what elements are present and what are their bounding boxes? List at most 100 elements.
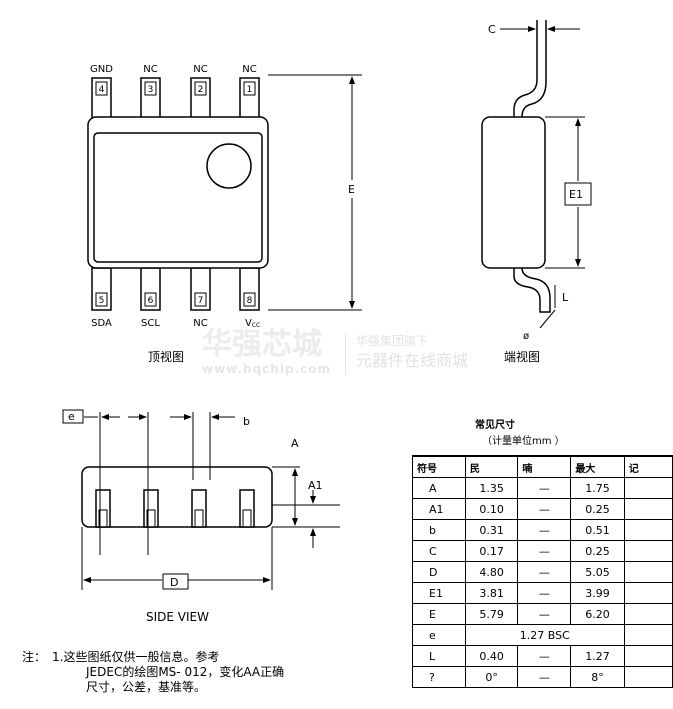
top-view-caption: 顶视图 — [148, 350, 185, 364]
dim-A1-label: A1 — [308, 479, 323, 492]
table-cell: 0.31 — [464, 519, 519, 541]
table-cell — [623, 603, 673, 625]
pin-number-box — [144, 81, 157, 96]
table-cell — [623, 540, 673, 562]
pin-number: 6 — [148, 296, 154, 306]
watermark-line2: 元器件在线商城 — [356, 351, 469, 370]
table-cell: 喃 — [517, 455, 572, 478]
table-cell: 符号 — [412, 455, 466, 478]
side-lead-foot — [194, 509, 204, 528]
table-cell: A — [412, 477, 466, 499]
pin-4 — [91, 77, 112, 119]
end-view-caption: 端视图 — [504, 350, 541, 364]
table-cell: 3.99 — [570, 582, 625, 604]
dim-A-label: A — [291, 437, 299, 450]
table-cell: 1.27 BSC — [464, 624, 625, 646]
pin-number-box — [194, 81, 207, 96]
table-cell — [623, 561, 673, 583]
table-cell: 3.81 — [464, 582, 519, 604]
table-header-row: 符号民喃最大记 — [412, 455, 673, 478]
table-cell: 1.27 — [570, 645, 625, 667]
top-view — [87, 74, 362, 311]
table-cell — [623, 519, 673, 541]
side-view-caption: SIDE VIEW — [146, 610, 209, 624]
dim-L-label: L — [562, 291, 569, 304]
table-cell: 0.51 — [570, 519, 625, 541]
table-cell: 1.75 — [570, 477, 625, 499]
pin-name: NC — [193, 64, 207, 75]
table-cell — [623, 645, 673, 667]
notes-line2: JEDEC的绘图MS- 012，变化AA正确 — [86, 665, 285, 679]
dim-E1-label: E1 — [569, 188, 583, 201]
table-cell: — — [517, 666, 572, 688]
pin-1 — [239, 77, 260, 119]
table-cell: E — [412, 603, 466, 625]
table-unit: （计量单位mm ） — [482, 436, 565, 447]
table-cell: C — [412, 540, 466, 562]
table-cell: 4.80 — [464, 561, 519, 583]
watermark-url: www.hqchip.com — [202, 362, 331, 376]
notes-label: 注： — [22, 650, 47, 664]
side-lead — [143, 489, 159, 528]
table-cell: 最大 — [570, 455, 625, 478]
table-cell: A1 — [412, 498, 466, 520]
side-lead — [191, 489, 207, 528]
table-cell: — — [517, 582, 572, 604]
pin-3 — [140, 77, 161, 119]
side-view — [62, 409, 340, 590]
pin-name: SDA — [91, 318, 112, 329]
side-lead-foot — [146, 509, 156, 528]
pin-number: 5 — [99, 296, 105, 306]
notes-line3: 尺寸，公差，基准等。 — [86, 680, 207, 694]
pin-number-box — [95, 81, 108, 96]
table-cell — [623, 477, 673, 499]
pin-number: 3 — [148, 85, 154, 95]
table-row: ?0°—8° — [412, 666, 673, 688]
table-cell: 1.35 — [464, 477, 519, 499]
side-lead-foot — [242, 509, 252, 528]
pin-2 — [190, 77, 211, 119]
table-cell: 民 — [464, 455, 519, 478]
table-cell: — — [517, 561, 572, 583]
dim-E-label: E — [348, 183, 355, 196]
dim-e-label: e — [68, 410, 75, 423]
table-cell: 8° — [570, 666, 625, 688]
watermark-line1: 华强集团旗下 — [356, 334, 429, 348]
dim-theta-label: ø — [523, 331, 529, 342]
pin-number: 8 — [247, 296, 253, 306]
table-cell — [623, 666, 673, 688]
table-cell: L — [412, 645, 466, 667]
table-cell: — — [517, 477, 572, 499]
table-cell: — — [517, 603, 572, 625]
table-cell: ? — [412, 666, 466, 688]
pin-number: 2 — [198, 85, 204, 95]
watermark-divider — [345, 333, 346, 375]
table-cell: 记 — [623, 455, 673, 478]
pin-name: GND — [90, 64, 113, 75]
pin-number-box — [243, 81, 256, 96]
table-cell: 6.20 — [570, 603, 625, 625]
table-cell: 0.17 — [464, 540, 519, 562]
table-cell: 5.79 — [464, 603, 519, 625]
pin-name: SCL — [141, 318, 160, 329]
table-cell: — — [517, 645, 572, 667]
pin-name: NC — [193, 318, 207, 329]
pin-number-box — [194, 292, 207, 307]
pin-number-box — [95, 292, 108, 307]
table-cell: 0.25 — [570, 540, 625, 562]
table-cell: 0° — [464, 666, 519, 688]
pin-number: 1 — [247, 85, 253, 95]
table-cell — [623, 498, 673, 520]
pin-number: 7 — [198, 296, 204, 306]
table-cell: b — [412, 519, 466, 541]
watermark-brand: 华强芯城 — [202, 327, 322, 362]
